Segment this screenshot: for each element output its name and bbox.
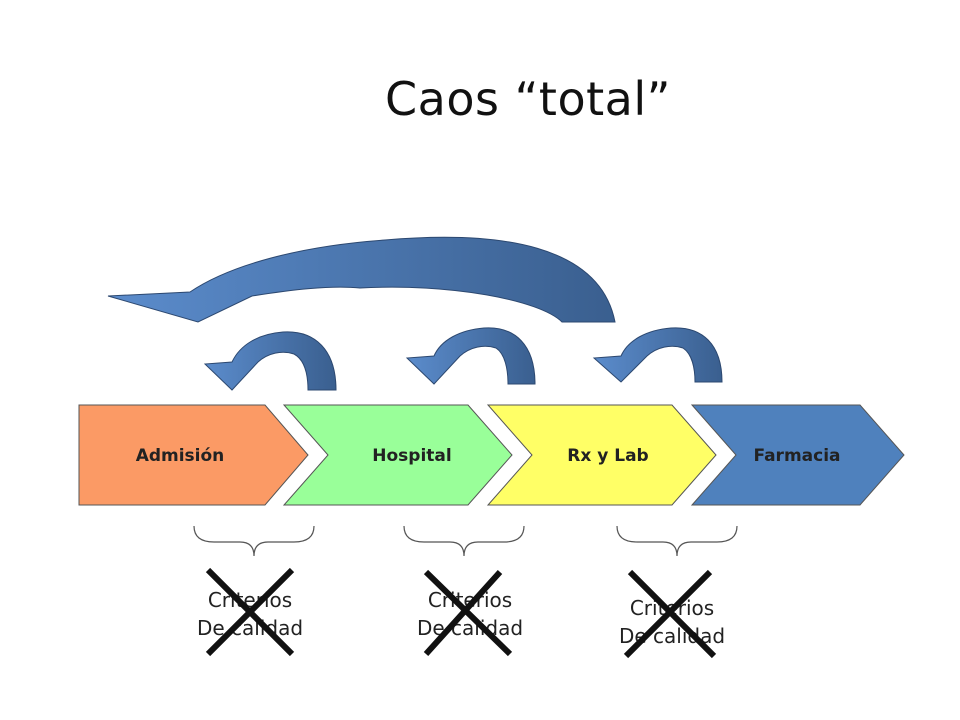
stage-chevron-admision	[78, 404, 309, 506]
return-arrow-3-icon	[592, 327, 723, 383]
stage-label-farmacia: Farmacia	[753, 446, 840, 466]
return-arrow-1-icon	[203, 331, 337, 391]
criteria-label-2: Criterios De calidad	[390, 586, 550, 642]
stage-chevron-farmacia	[690, 404, 905, 506]
criteria-line2: De calidad	[196, 616, 304, 640]
stage-label-admision: Admisión	[136, 446, 225, 466]
large-return-arrow-icon	[107, 236, 616, 323]
brace-1	[193, 525, 315, 557]
stage-chevron-hospital	[282, 404, 513, 506]
stage-label-rx-lab: Rx y Lab	[567, 446, 648, 466]
criteria-line2: De calidad	[416, 616, 524, 640]
criteria-label-3: Criterios De calidad	[592, 594, 752, 650]
return-arrow-2-icon	[405, 327, 536, 385]
page-title: Caos “total”	[385, 72, 671, 126]
brace-2	[403, 525, 525, 557]
process-chevrons: Admisión Hospital Rx y Lab Farmacia	[78, 404, 905, 506]
cross-2-icon	[423, 569, 513, 657]
cross-1-icon	[205, 567, 295, 657]
cross-3-icon	[623, 569, 717, 659]
stage-chevron-rx-lab	[486, 404, 717, 506]
brace-3	[616, 525, 738, 557]
stage-label-hospital: Hospital	[372, 446, 451, 466]
